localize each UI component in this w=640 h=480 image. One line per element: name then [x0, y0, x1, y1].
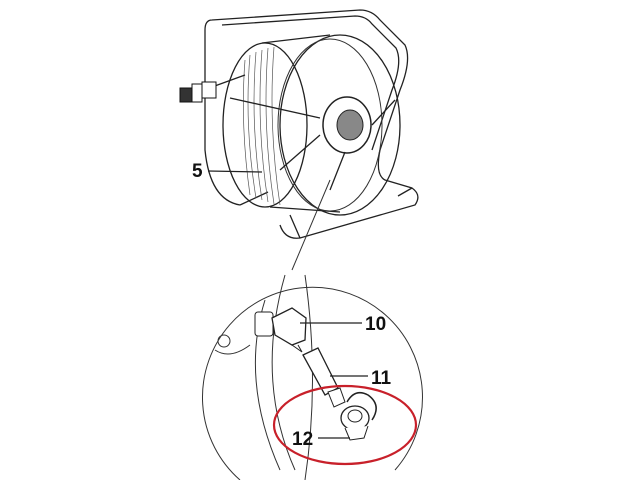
detail-drum-arc	[214, 344, 251, 355]
drum-face	[279, 34, 401, 216]
callout-5: 5	[192, 161, 263, 182]
detail-leader	[291, 179, 331, 271]
label-part-12: 12	[292, 429, 313, 450]
callout-10: 10	[300, 314, 386, 335]
highlight-ellipse	[272, 384, 418, 466]
leader-line-5	[207, 170, 263, 173]
label-part-5: 5	[192, 161, 203, 182]
inlet-connector	[179, 81, 217, 103]
label-part-10: 10	[365, 314, 386, 335]
detail-bolt	[217, 334, 231, 348]
reel-frame-inner	[221, 15, 400, 151]
drum-face-rim	[277, 38, 383, 212]
hub-center	[336, 109, 364, 141]
hose-coils	[242, 46, 281, 206]
part-11-nipple	[302, 347, 346, 408]
callout-12: 12	[292, 429, 350, 450]
reel-frame-feet	[239, 187, 413, 239]
detail-view: 10 11 12	[201, 274, 423, 480]
label-part-11: 11	[371, 368, 392, 389]
callout-11: 11	[330, 368, 392, 389]
part-12-dust-cap	[340, 391, 377, 441]
part-10-elbow-fitting	[254, 307, 307, 353]
hose-reel	[179, 9, 419, 271]
reel-spokes	[229, 97, 396, 191]
detail-circle	[201, 286, 423, 480]
